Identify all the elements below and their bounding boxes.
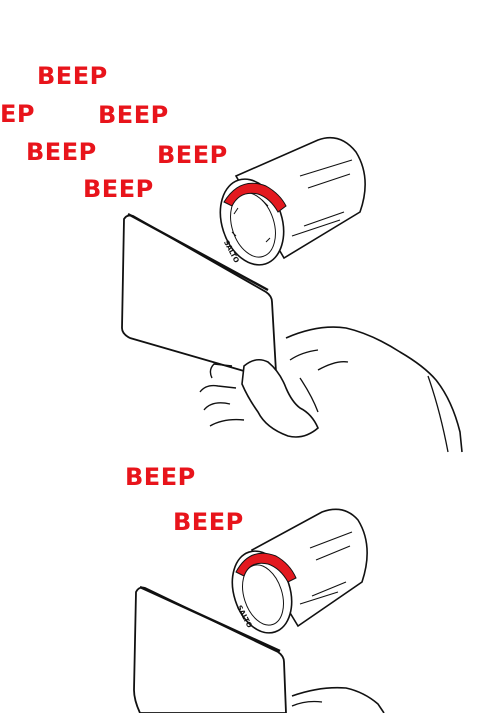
beep-label: BEEP [173,510,244,534]
palm-2 [292,688,384,713]
beep-label: BEEP [125,465,196,489]
panel-2 [134,509,384,713]
wrist-1 [290,350,448,452]
fingers-1 [200,364,244,426]
beep-label: EP [0,102,35,126]
beep-label: BEEP [98,103,169,127]
palm-1 [286,327,462,452]
beep-label: BEEP [83,177,154,201]
hand-2 [292,688,384,713]
beep-label: BEEP [37,64,108,88]
fingers-2 [292,702,322,707]
panel-1 [122,138,462,452]
thumb-1 [242,360,318,437]
beep-label: BEEP [26,140,97,164]
beep-label: BEEP [157,143,228,167]
